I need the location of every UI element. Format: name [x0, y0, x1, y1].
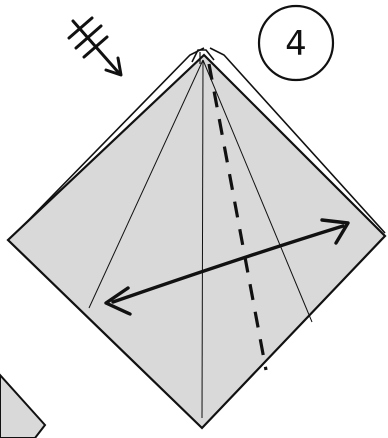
top-point-detail [191, 49, 215, 64]
curved-double-headed-arrow-icon [104, 218, 350, 316]
paper-diamond [6, 53, 387, 430]
step-number-badge: 4 [257, 4, 335, 82]
valley-fold-line [207, 63, 268, 371]
crease-lines [88, 59, 313, 419]
adjacent-paper-corner [0, 373, 47, 438]
arrow-with-crossbars-icon [67, 16, 123, 77]
step-number: 4 [285, 24, 307, 64]
